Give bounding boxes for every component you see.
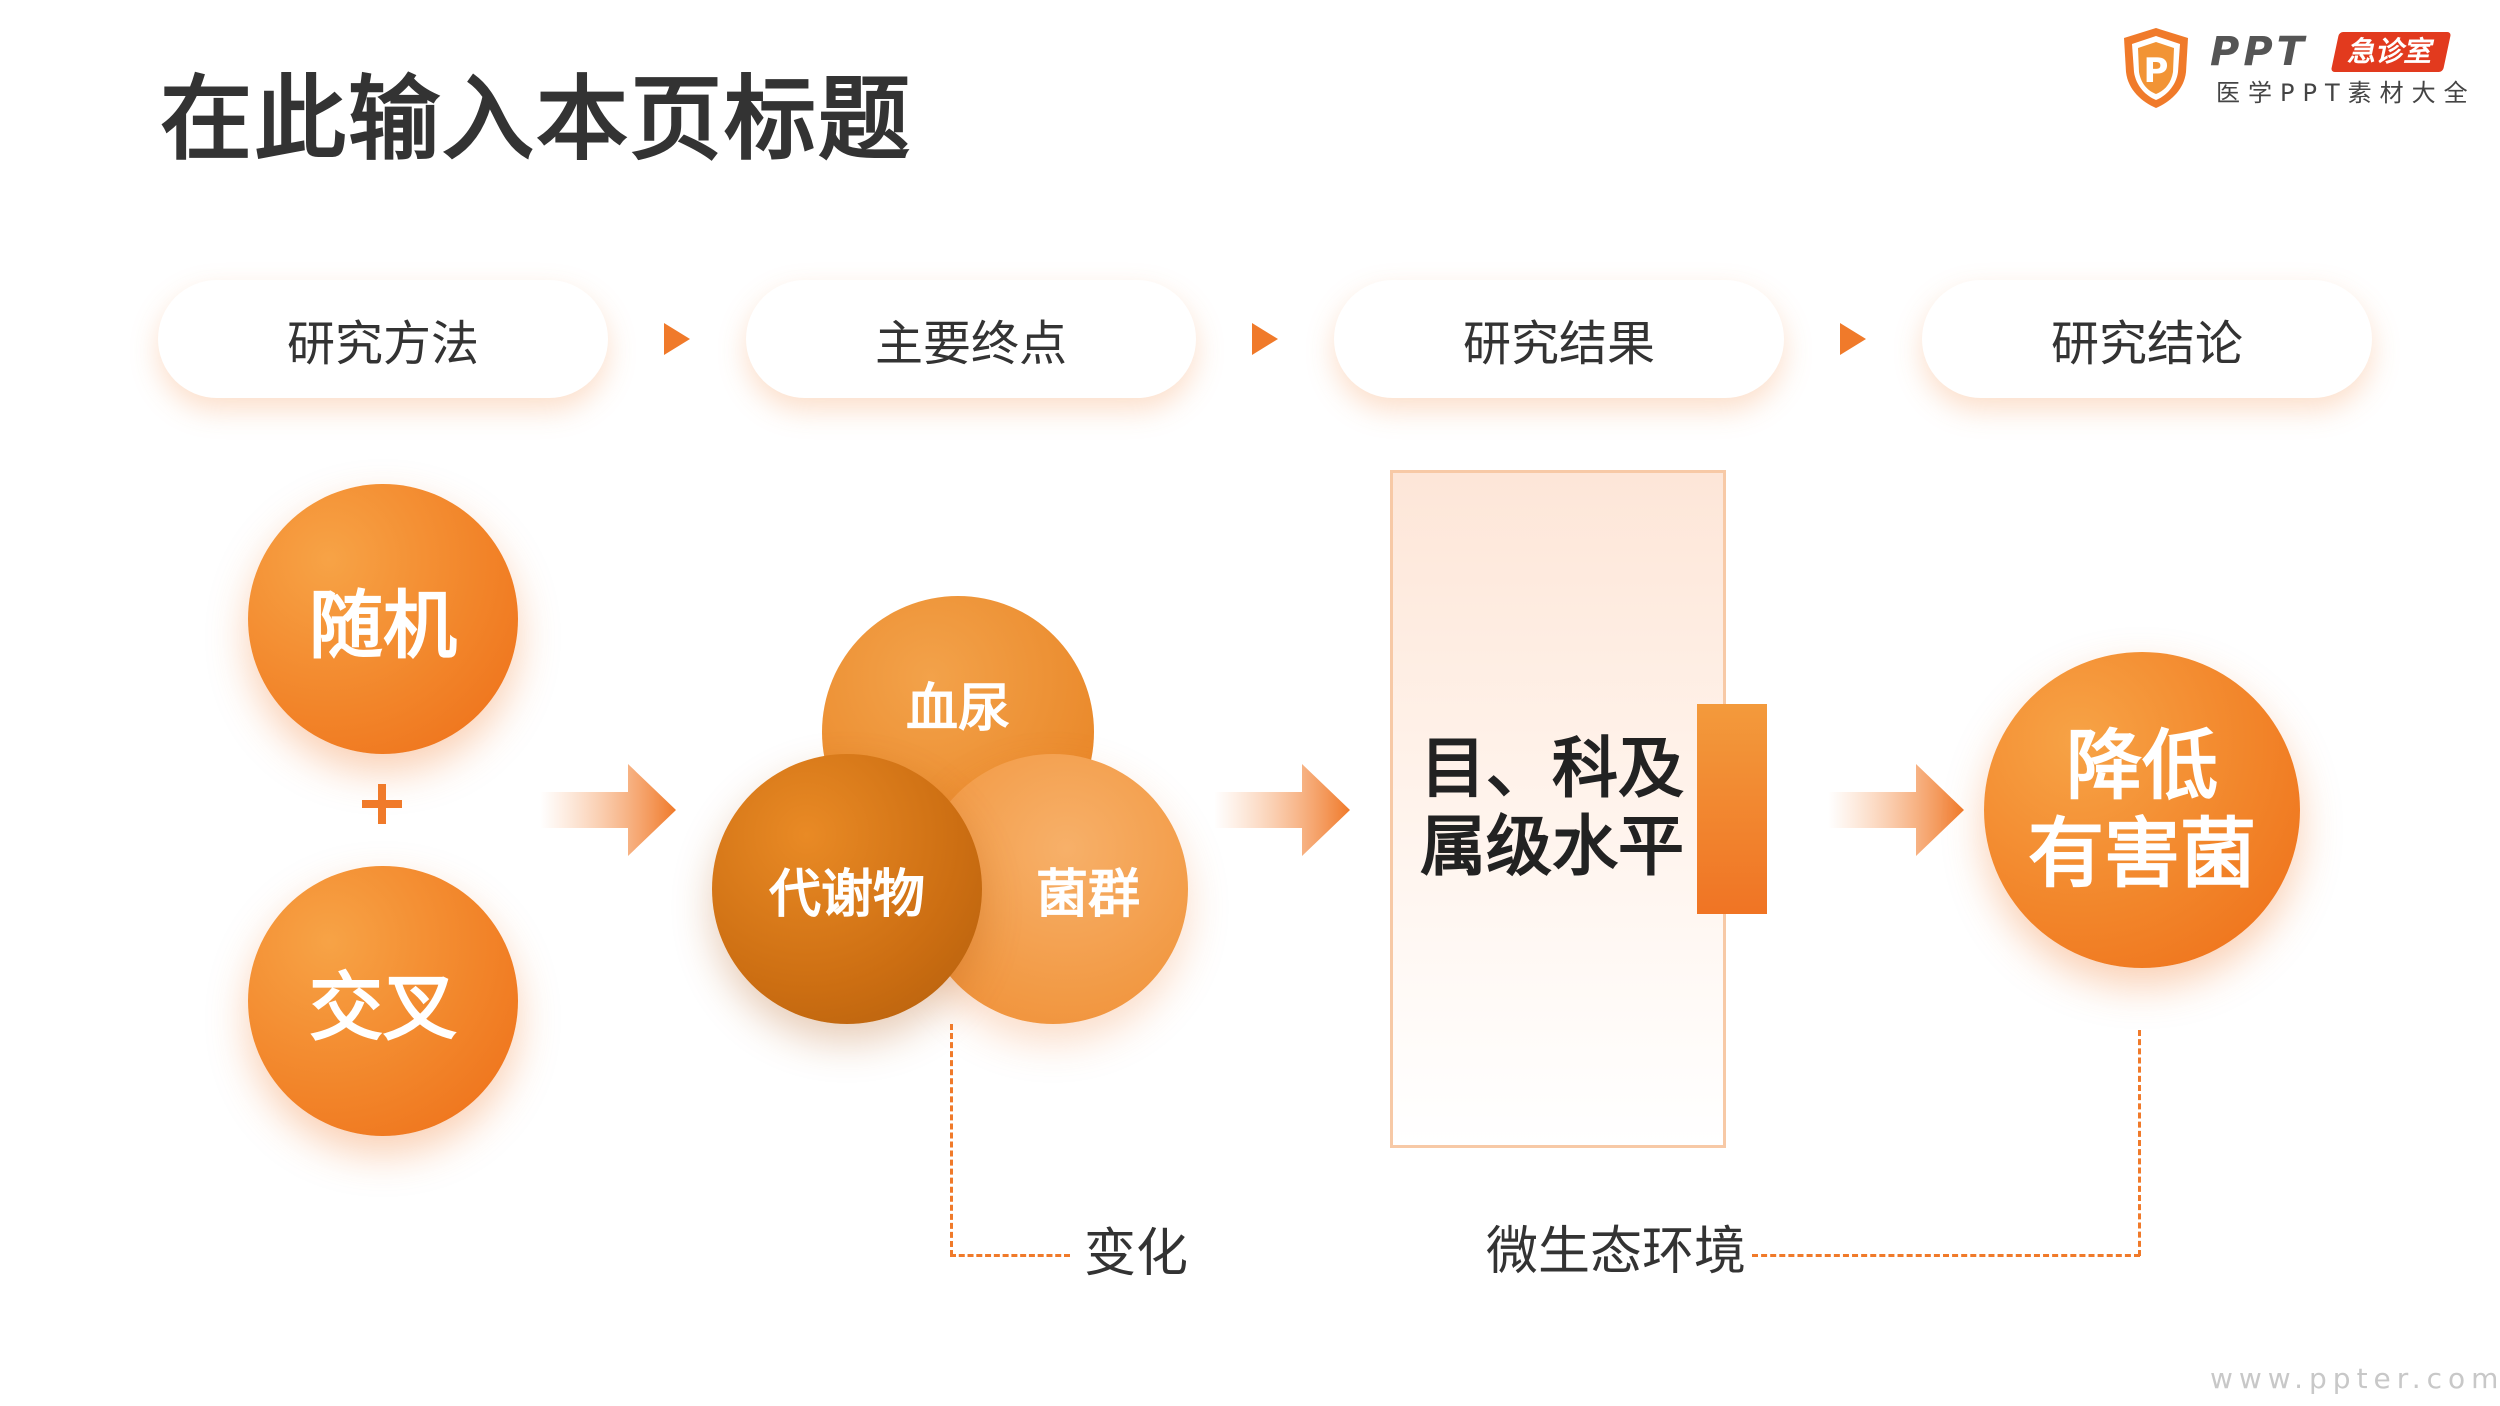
change-connector-vertical [950, 1024, 953, 1256]
step-arrow-icon [1840, 323, 1866, 355]
logo-subtitle: 医学PPT素材大全 [2216, 79, 2476, 107]
method-cross-label: 交叉 [309, 964, 457, 1051]
step-result: 研究结果 [1334, 280, 1784, 398]
result-line-1: 目、科及 [1420, 730, 1684, 807]
step-method: 研究方法 [158, 280, 608, 398]
shield-letter: P [2144, 51, 2169, 91]
flow-arrow-icon [1828, 764, 1964, 856]
result-line-2: 属级水平 [1420, 808, 1684, 885]
conclusion-line-2: 有害菌 [2028, 809, 2256, 898]
page-title: 在此输入本页标题 [160, 66, 913, 173]
step-endpoint: 主要终点 [746, 280, 1196, 398]
step-arrow-icon [664, 323, 690, 355]
change-connector-horizontal [950, 1254, 1070, 1257]
result-text: 目、科及 属级水平 [1420, 730, 1720, 886]
brand-logo: P PPT 急诊室 医学PPT素材大全 [2120, 26, 2480, 116]
micro-env-label: 微生态环境 [1486, 1222, 1747, 1282]
plus-icon [362, 784, 402, 824]
conclusion-line-1: 降低 [2066, 721, 2218, 810]
logo-ppt-text: PPT [2210, 29, 2308, 75]
conclusion-circle: 降低 有害菌 [1984, 652, 2300, 968]
shield-logo-icon: P [2124, 28, 2188, 108]
watermark-url: www.ppter.com [2210, 1362, 2500, 1395]
endpoint-flora-label: 菌群 [1035, 864, 1140, 925]
endpoint-blood-urine-label: 血尿 [905, 679, 1010, 739]
step-conclusion: 研究结论 [1922, 280, 2372, 398]
micro-env-connector-vertical [2138, 1030, 2141, 1256]
step-arrow-icon [1252, 323, 1278, 355]
result-box [1390, 470, 1726, 1148]
flow-arrow-icon [540, 764, 676, 856]
method-random-circle: 随机 [248, 484, 518, 754]
endpoint-metabolite-circle: 代谢物 [712, 754, 982, 1024]
method-cross-circle: 交叉 [248, 866, 518, 1136]
flow-arrow-icon [1214, 764, 1350, 856]
micro-env-connector-horizontal [1752, 1254, 2140, 1257]
method-random-label: 随机 [309, 582, 457, 669]
change-label: 变化 [1084, 1224, 1189, 1284]
logo-badge: 急诊室 [2330, 32, 2452, 72]
result-accent-bar [1697, 704, 1767, 914]
endpoint-metabolite-label: 代谢物 [768, 864, 925, 925]
